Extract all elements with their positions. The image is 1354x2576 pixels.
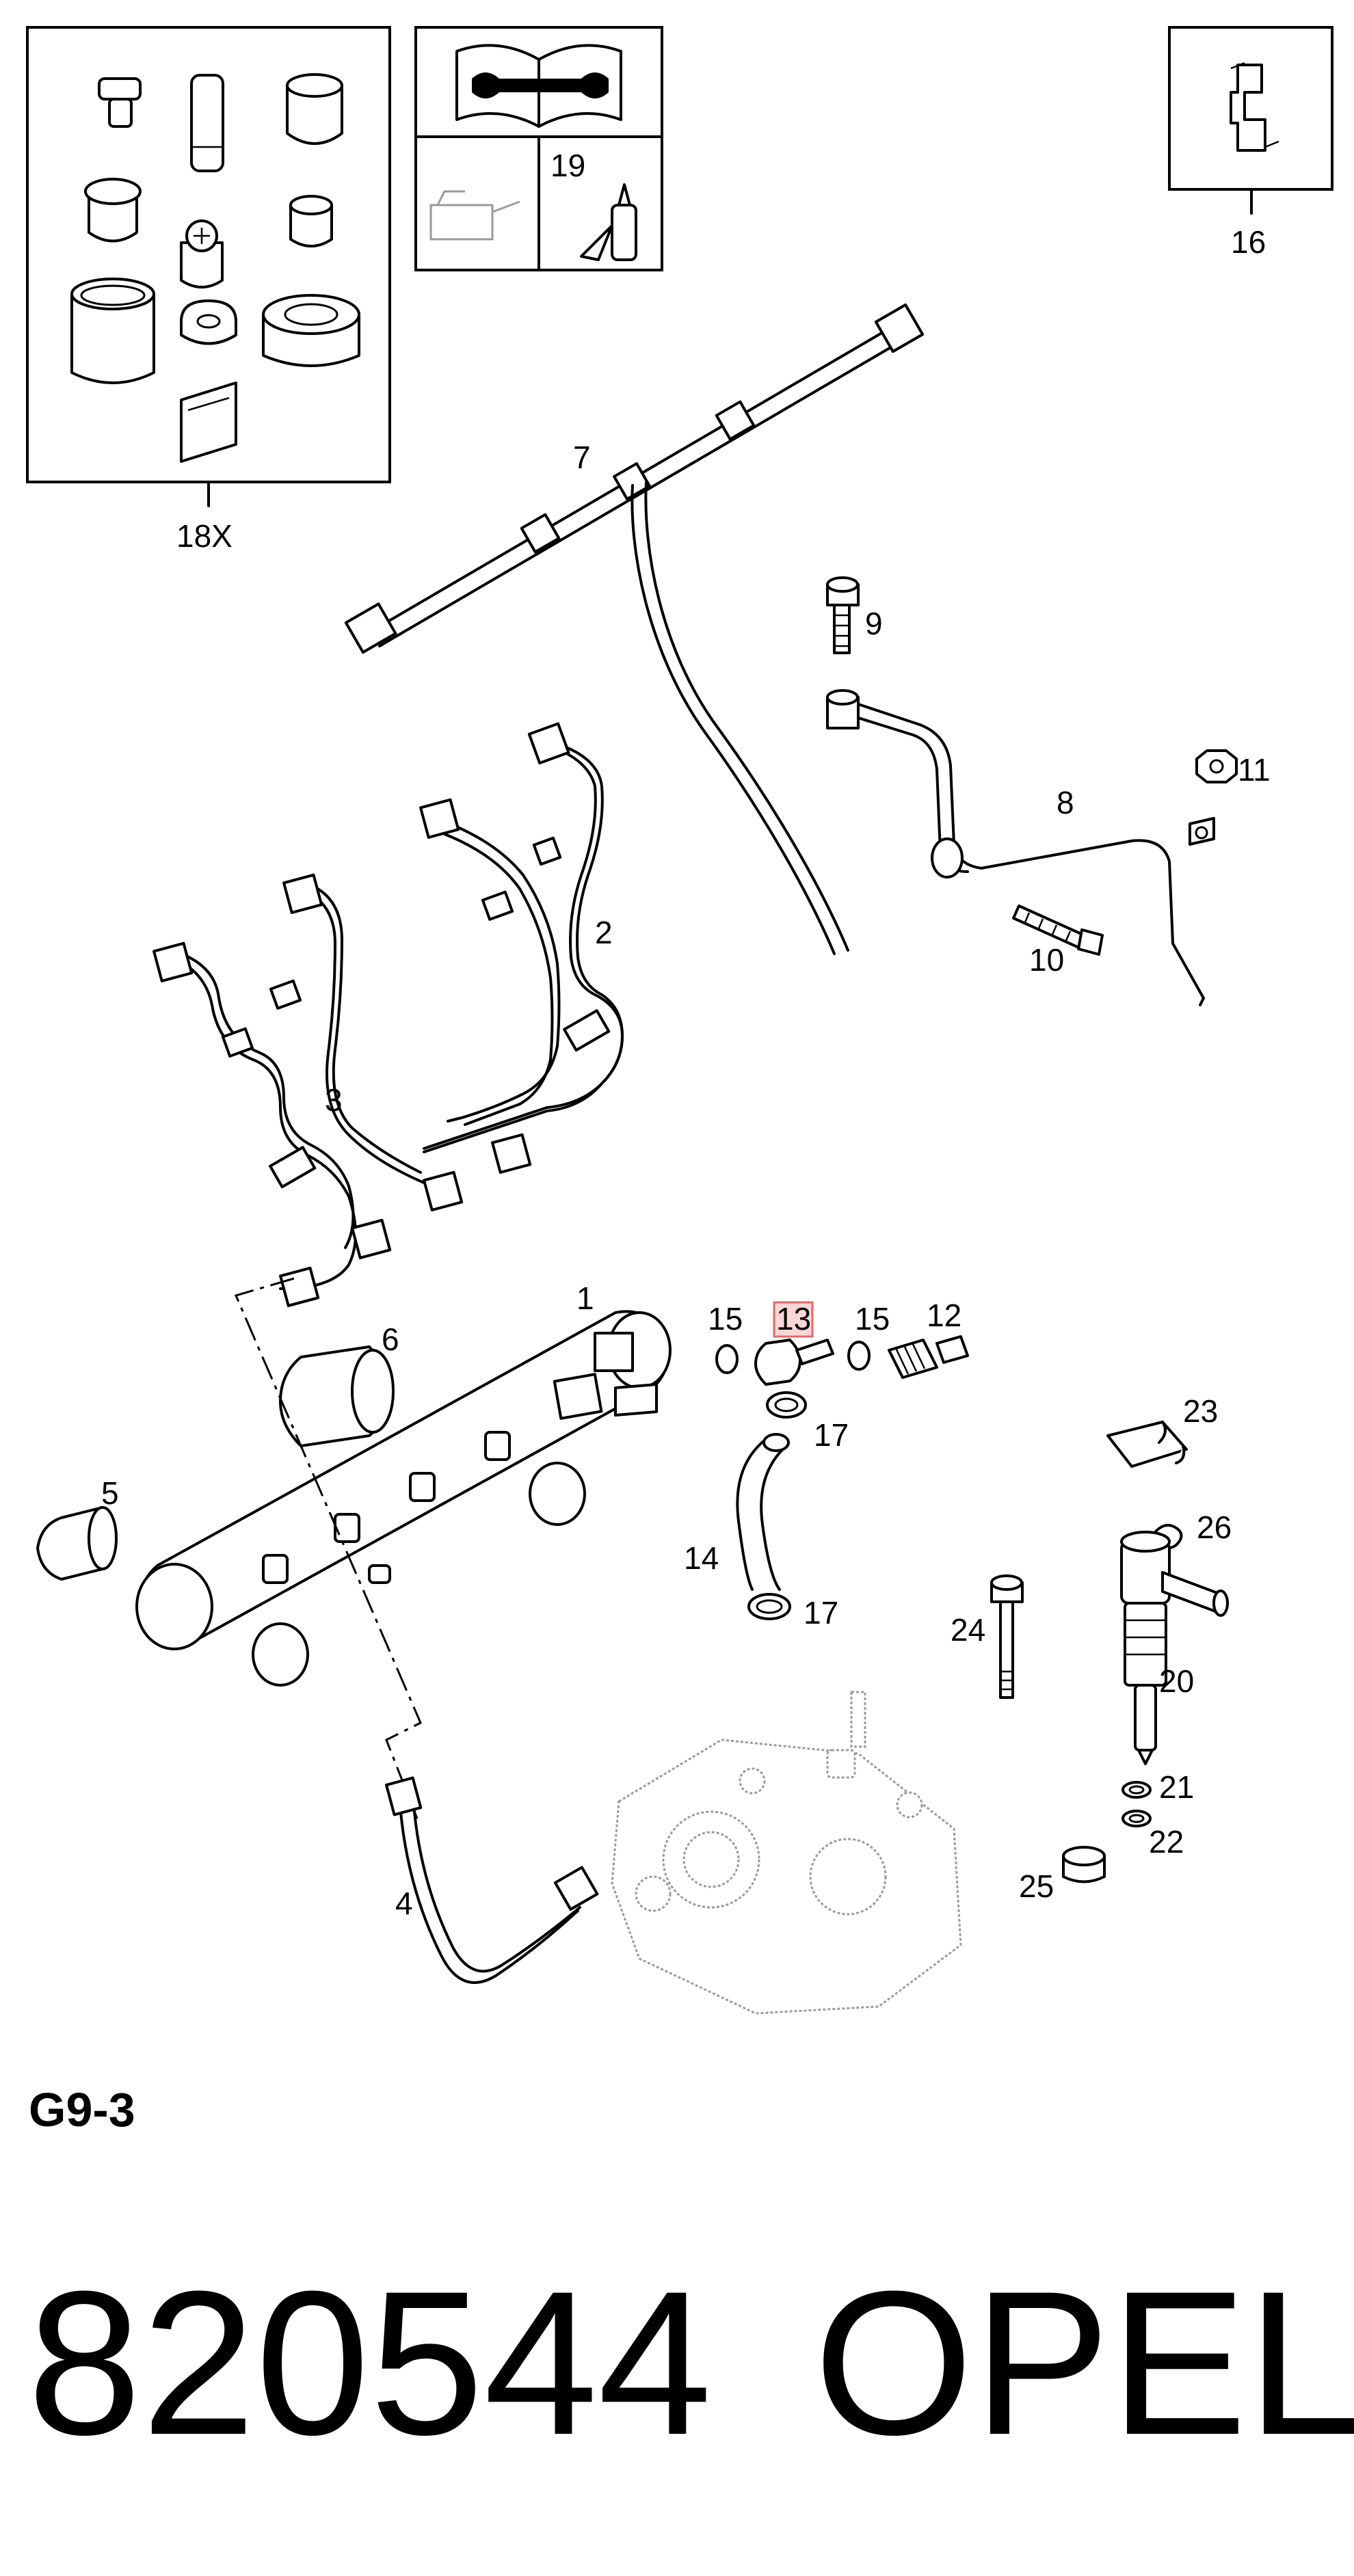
clamp-23 — [1106, 1421, 1188, 1468]
kit-box-18x — [26, 26, 391, 507]
kit-part-bushing — [262, 294, 360, 367]
callout-3: 3 — [325, 1082, 343, 1118]
washer-22 — [1121, 1810, 1152, 1827]
injector-pipes-2 — [419, 722, 624, 1211]
sealant-tube-icon — [580, 183, 637, 261]
callout-labels: 18X 19 16 7 9 11 8 10 2 3 1 6 5 15 13 15… — [101, 148, 1271, 1921]
return-line-7 — [344, 303, 925, 955]
book-wrench-icon — [455, 44, 622, 128]
assembly-line-left — [234, 1277, 422, 1819]
kit-part-cap-large — [286, 73, 343, 145]
kit-part-plug — [180, 219, 224, 289]
rail-fitting — [262, 1431, 511, 1584]
bracket-8 — [826, 689, 1215, 1006]
callout-2: 2 — [595, 915, 613, 950]
callout-9: 9 — [865, 606, 883, 641]
clamp-17-lower — [747, 1593, 791, 1620]
oil-can-icon — [429, 190, 520, 241]
o-ring-15-right — [847, 1341, 871, 1371]
bolt-9 — [826, 576, 860, 654]
callout-16: 16 — [1231, 224, 1266, 260]
kit-part-instruction-sheet — [180, 381, 237, 463]
callout-14: 14 — [684, 1540, 719, 1576]
callout-20: 20 — [1159, 1663, 1194, 1699]
callout-8: 8 — [1057, 785, 1074, 820]
fitting-13 — [754, 1339, 834, 1386]
callout-21: 21 — [1159, 1769, 1194, 1805]
bolt-10 — [1012, 904, 1104, 956]
callout-17-lower: 17 — [804, 1595, 838, 1631]
sensor-12 — [888, 1335, 969, 1379]
callout-13: 13 — [776, 1301, 811, 1337]
callout-19: 19 — [550, 148, 585, 183]
highlight-box-13 — [773, 1301, 814, 1338]
spacer-6 — [279, 1345, 395, 1447]
o-ring-15-left — [715, 1344, 739, 1374]
rail-mount-lug — [252, 1462, 586, 1687]
kit-part-sleeve — [190, 74, 224, 172]
callout-18x: 18X — [176, 518, 233, 554]
injector-pipes-3 — [152, 873, 425, 1307]
callout-7: 7 — [573, 440, 591, 475]
fuel-rail-1 — [135, 1310, 672, 1687]
clip-box-16 — [1168, 26, 1333, 215]
kit-part-washer-clip — [180, 299, 237, 345]
callout-1: 1 — [576, 1280, 594, 1316]
callout-24: 24 — [951, 1612, 985, 1648]
section-code: G9-3 — [29, 2083, 135, 2136]
callout-11: 11 — [1238, 752, 1271, 788]
clamp-17-upper — [766, 1391, 807, 1419]
callout-12: 12 — [927, 1298, 961, 1333]
callout-6: 6 — [382, 1321, 399, 1357]
callout-26: 26 — [1197, 1510, 1232, 1545]
callout-25: 25 — [1019, 1868, 1054, 1904]
pressure-pipe-4 — [384, 1776, 599, 1984]
figure-number: 820544 — [27, 2248, 712, 2478]
callout-17-upper: 17 — [814, 1417, 849, 1453]
spacer-5 — [36, 1506, 118, 1581]
hose-14 — [736, 1433, 790, 1591]
callout-22: 22 — [1149, 1824, 1184, 1860]
callout-5: 5 — [101, 1475, 119, 1511]
callout-15-left: 15 — [708, 1301, 743, 1337]
callout-15-right: 15 — [855, 1301, 890, 1337]
callout-4: 4 — [395, 1886, 413, 1921]
nut-11 — [1195, 749, 1238, 783]
kit-part-cylinder — [70, 278, 155, 384]
kit-part-clip — [98, 77, 142, 128]
service-box — [414, 26, 663, 271]
callout-10: 10 — [1029, 942, 1064, 978]
bolt-24 — [990, 1574, 1024, 1699]
seal-21 — [1121, 1781, 1152, 1799]
injector-20 — [1120, 1531, 1229, 1765]
injection-pump-ghost — [611, 1691, 962, 2015]
kit-part-cap-small — [289, 195, 333, 247]
brand-name: OPEL — [814, 2248, 1354, 2478]
cap-25 — [1062, 1846, 1106, 1883]
kit-part-grommet — [84, 178, 142, 243]
callout-23: 23 — [1183, 1393, 1218, 1429]
